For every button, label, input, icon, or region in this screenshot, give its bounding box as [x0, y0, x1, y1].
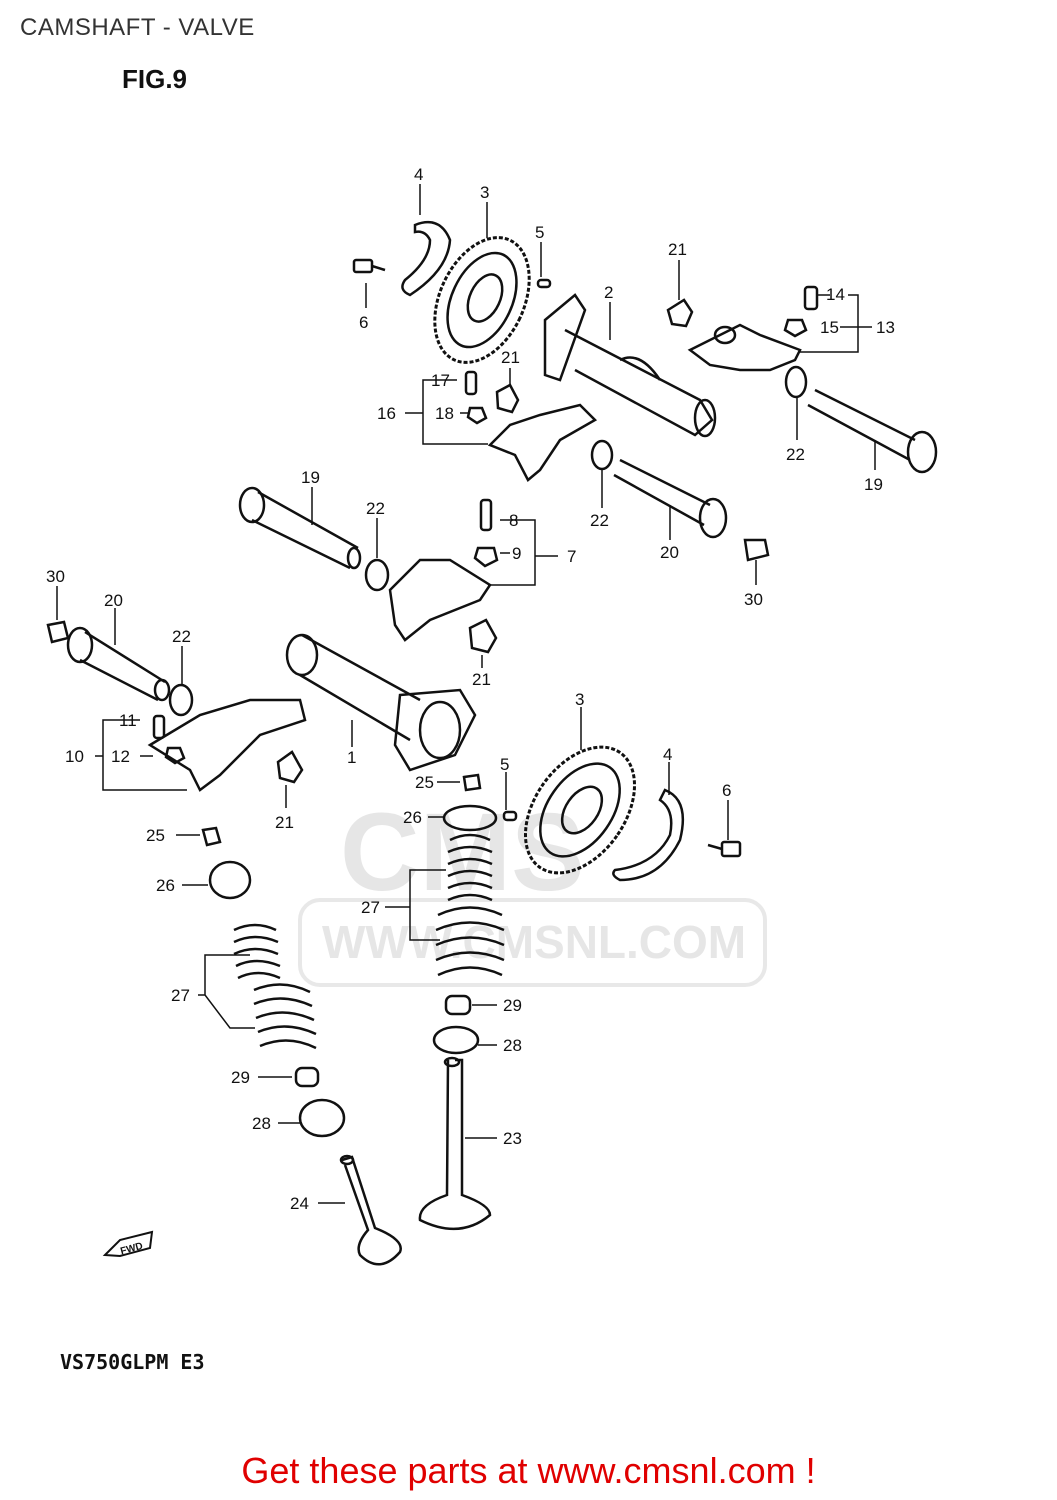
- cotter-center: [462, 773, 482, 792]
- callout-19: 19: [864, 475, 883, 494]
- bolt-lower: [707, 840, 742, 858]
- cotter-left: [201, 826, 222, 847]
- washer-left: [168, 683, 194, 717]
- watermark: CMS WWW.CMSNL.COM: [298, 791, 767, 987]
- callout-12: 12: [111, 747, 130, 766]
- washer-right: [784, 365, 808, 399]
- washer-left-mid: [364, 558, 390, 592]
- rocker-shaft-lower-left: [66, 626, 171, 702]
- stem-seal-center: [444, 994, 472, 1016]
- callout-4b: 4: [663, 745, 672, 764]
- spring-seat-center: [432, 1025, 480, 1055]
- callout-20b: 20: [104, 591, 123, 610]
- callout-8: 8: [509, 511, 518, 530]
- rocker-arm-right: [687, 285, 819, 372]
- exploded-parts-diagram: CMS WWW.CMSNL.COM: [46, 165, 938, 1266]
- fwd-arrow: [102, 1230, 154, 1258]
- callout-6b: 6: [722, 781, 731, 800]
- cap-right: [743, 538, 770, 562]
- callout-21d: 21: [275, 813, 294, 832]
- callout-25: 25: [415, 773, 434, 792]
- callout-5b: 5: [500, 755, 509, 774]
- callout-16: 16: [377, 404, 396, 423]
- callout-1: 1: [347, 748, 356, 767]
- washer-mid: [590, 439, 614, 471]
- bolt-upper: [352, 258, 386, 274]
- retainer-center: [442, 804, 498, 832]
- gasket-left: [276, 750, 304, 784]
- callout-4: 4: [414, 165, 423, 184]
- callout-21b: 21: [501, 348, 520, 367]
- callout-10: 10: [65, 747, 84, 766]
- stem-seal-left: [294, 1066, 320, 1088]
- leader-lines: [56, 184, 876, 1204]
- callout-6: 6: [359, 313, 368, 332]
- callout-13: 13: [876, 318, 895, 337]
- callout-19b: 19: [301, 468, 320, 487]
- figure-number: FIG.9: [122, 64, 188, 94]
- callout-26: 26: [403, 808, 422, 827]
- retainer-left: [208, 860, 252, 900]
- callout-28: 28: [503, 1036, 522, 1055]
- callout-25b: 25: [146, 826, 165, 845]
- callout-17: 17: [431, 371, 450, 390]
- gasket-upper-mid: [495, 383, 520, 414]
- callout-9: 9: [512, 544, 521, 563]
- callout-30: 30: [744, 590, 763, 609]
- clip-upper: [401, 220, 452, 297]
- callout-5: 5: [535, 223, 544, 242]
- callout-24: 24: [290, 1194, 309, 1213]
- gasket-center: [468, 618, 498, 654]
- callout-labels: 4 3 5 6 21 2 14 15 13 21 17 16 18 22 19 …: [46, 165, 895, 1213]
- callout-18: 18: [435, 404, 454, 423]
- page-title: CAMSHAFT - VALVE: [20, 14, 255, 41]
- callout-14: 14: [826, 285, 845, 304]
- rocker-arm-center: [388, 498, 499, 642]
- camshaft-lower: [285, 633, 477, 772]
- callout-22b: 22: [590, 511, 609, 530]
- callout-26b: 26: [156, 876, 175, 895]
- callout-27b: 27: [171, 986, 190, 1005]
- callout-15: 15: [820, 318, 839, 337]
- rocker-shaft-mid: [613, 458, 728, 539]
- buy-parts-link[interactable]: Get these parts at www.cmsnl.com !: [241, 1450, 816, 1491]
- clip-lower: [612, 788, 685, 882]
- callout-22d: 22: [172, 627, 191, 646]
- camshaft-upper: [543, 293, 717, 438]
- cam-sprocket-upper: [433, 236, 531, 364]
- callout-20: 20: [660, 543, 679, 562]
- exhaust-valve: [418, 1056, 492, 1231]
- callout-3: 3: [480, 183, 489, 202]
- callout-29: 29: [503, 996, 522, 1015]
- fwd-label: FWD: [119, 1241, 144, 1258]
- spring-seat-left: [298, 1098, 346, 1138]
- pin-lower: [502, 810, 518, 822]
- callout-22: 22: [786, 445, 805, 464]
- callout-30b: 30: [46, 567, 65, 586]
- cap-left: [46, 620, 70, 644]
- callout-29b: 29: [231, 1068, 250, 1087]
- callout-22c: 22: [366, 499, 385, 518]
- model-code: VS750GLPM E3: [60, 1350, 205, 1374]
- callout-21c: 21: [472, 670, 491, 689]
- callout-21: 21: [668, 240, 687, 259]
- cam-sprocket-lower: [523, 745, 637, 875]
- callout-28b: 28: [252, 1114, 271, 1133]
- gasket-upper-right: [666, 298, 694, 328]
- valve-springs-center: [435, 833, 505, 977]
- rocker-arm-upper: [464, 370, 598, 482]
- callout-23: 23: [503, 1129, 522, 1148]
- rocker-shaft-left: [238, 486, 362, 570]
- pin-upper: [536, 278, 552, 289]
- valve-springs-left: [233, 923, 317, 1050]
- watermark-url: WWW.CMSNL.COM: [322, 916, 746, 968]
- callout-2: 2: [604, 283, 613, 302]
- callout-3b: 3: [575, 690, 584, 709]
- intake-valve: [339, 1154, 402, 1266]
- callout-7: 7: [567, 547, 576, 566]
- callout-27: 27: [361, 898, 380, 917]
- callout-11: 11: [119, 711, 137, 730]
- rocker-arm-left: [147, 698, 307, 792]
- rocker-shaft-right: [807, 388, 938, 474]
